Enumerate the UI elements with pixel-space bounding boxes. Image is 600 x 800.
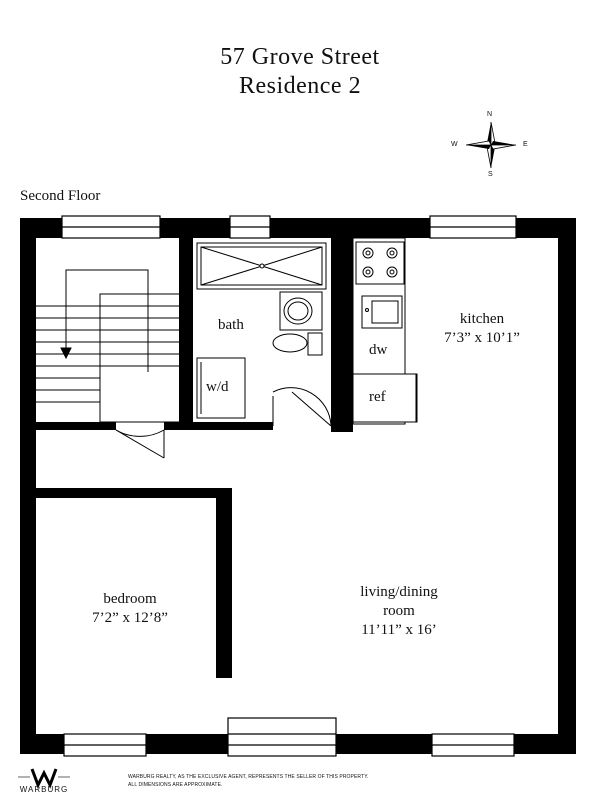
property-address: 57 Grove Street	[220, 44, 380, 70]
warburg-logo-text: WARBURG	[19, 785, 69, 794]
dishwasher-label: dw	[369, 342, 388, 358]
living-size: 11’11” x 16’	[361, 622, 437, 638]
windows	[61, 215, 517, 757]
compass-west: W	[451, 141, 458, 148]
residence-number: Residence 2	[238, 73, 362, 99]
bedroom-name: bedroom	[103, 591, 157, 607]
living-dining-label: living/dining room 11’11” x 16’	[344, 583, 454, 640]
bedroom-size: 7’2” x 12’8”	[92, 610, 168, 626]
disclaimer-line2: ALL DIMENSIONS ARE APPROXIMATE.	[128, 782, 223, 788]
staircase	[36, 269, 181, 423]
kitchen-fixtures	[352, 237, 418, 425]
compass-south: S	[488, 171, 493, 178]
bedroom-label: bedroom 7’2” x 12’8”	[70, 590, 190, 628]
refrigerator-label: ref	[369, 389, 386, 405]
living-name-line1: living/dining	[360, 584, 438, 600]
disclaimer-line1: WARBURG REALTY, AS THE EXCLUSIVE AGENT, …	[128, 774, 369, 780]
bathroom-fixtures	[196, 242, 327, 419]
stair-door	[115, 429, 165, 459]
living-name-line2: room	[383, 603, 415, 619]
disclaimer: WARBURG REALTY, AS THE EXCLUSIVE AGENT, …	[128, 773, 368, 789]
floor-label: Second Floor	[20, 188, 101, 204]
compass-east: E	[523, 141, 528, 148]
partition-lines	[228, 374, 417, 719]
kitchen-size: 7’3” x 10’1”	[444, 330, 520, 346]
compass-north: N	[487, 111, 493, 118]
compass-icon	[465, 121, 517, 169]
bath-label: bath	[218, 317, 244, 333]
kitchen-name: kitchen	[459, 311, 505, 327]
interior-walls	[36, 238, 353, 678]
warburg-logo-icon	[18, 768, 70, 789]
washer-dryer-label: w/d	[206, 379, 229, 395]
bath-door	[272, 387, 332, 427]
kitchen-label: kitchen 7’3” x 10’1”	[432, 310, 532, 348]
